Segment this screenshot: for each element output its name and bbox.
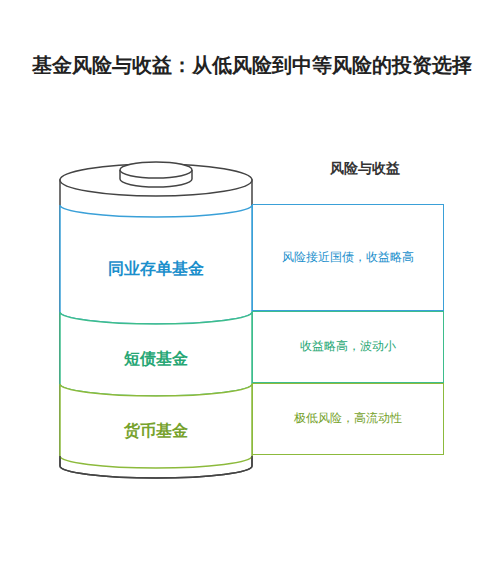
title: 基金风险与收益：从低风险到中等风险的投资选择 (30, 52, 474, 79)
description-box: 风险接近国债，收益略高 (252, 204, 444, 311)
description-text: 收益略高，波动小 (300, 338, 396, 355)
fund-band: 同业存单基金 (60, 217, 252, 322)
cylinder-body (60, 180, 252, 478)
cylinder-band (60, 205, 252, 324)
fund-name: 短债基金 (124, 349, 188, 370)
description-text: 风险接近国债，收益略高 (282, 249, 414, 266)
fund-band: 短债基金 (60, 324, 252, 394)
cylinder-band (60, 384, 252, 468)
column-heading: 风险与收益 (330, 160, 400, 178)
cylinder-cap-top (120, 162, 192, 178)
description-box: 极低风险，高流动性 (252, 383, 444, 455)
fund-name: 同业存单基金 (108, 259, 204, 280)
fund-name: 货币基金 (124, 421, 188, 442)
description-text: 极低风险，高流动性 (294, 410, 402, 427)
cylinder-band (60, 312, 252, 396)
description-box: 收益略高，波动小 (252, 311, 444, 383)
cylinder-bottom (60, 456, 252, 478)
fund-band: 货币基金 (60, 396, 252, 466)
